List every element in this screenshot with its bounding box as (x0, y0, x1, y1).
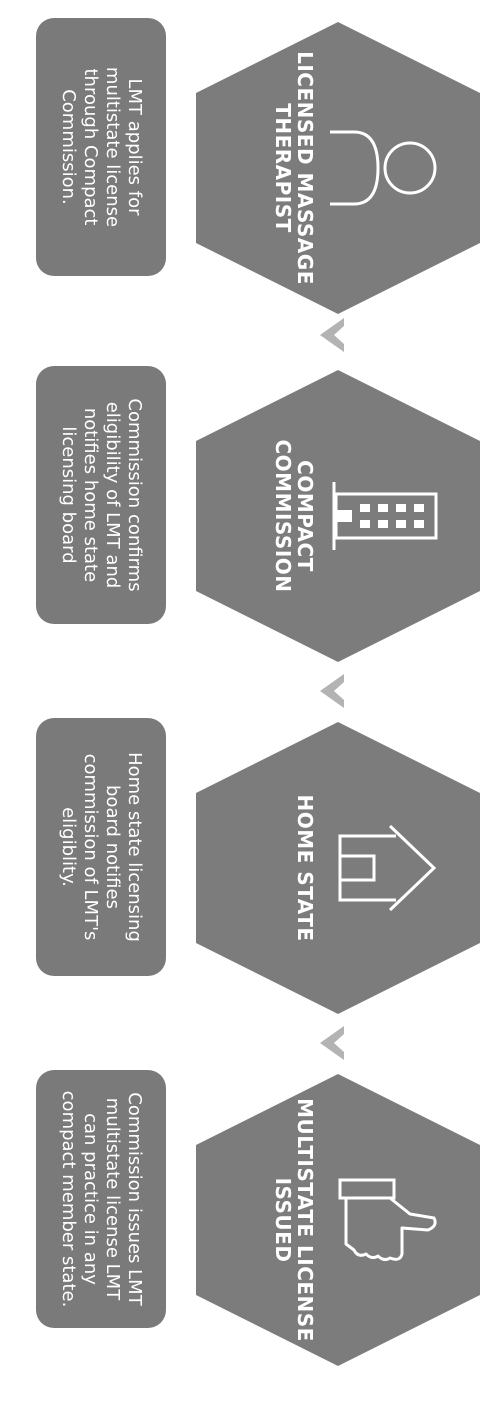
step-title: MULTISTATE LICENSE ISSUED (271, 1098, 317, 1342)
step-title: LICENSED MASSAGE THERAPIST (271, 51, 317, 285)
step-description: Commission confirms eligibility of LMT a… (58, 398, 145, 592)
step-title: COMPACT COMMISSION (271, 439, 317, 593)
step-description: Home state licensing board notifies comm… (58, 752, 145, 942)
chevron-down-icon (320, 674, 344, 708)
step-description-box: Home state licensing board notifies comm… (36, 718, 166, 976)
person-icon (330, 130, 437, 206)
step-description-box: LMT applies for multistate license throu… (36, 18, 166, 276)
step-compact-commission: COMPACT COMMISSION Commission confirms e… (0, 360, 484, 690)
step-home-state: HOME STATE Home state licensing board no… (0, 712, 484, 1042)
hexagon: LICENSED MASSAGE THERAPIST (192, 18, 484, 318)
hexagon: MULTISTATE LICENSE ISSUED (192, 1070, 484, 1370)
step-licensed-massage-therapist: LICENSED MASSAGE THERAPIST LMT applies f… (0, 12, 484, 342)
step-description-box: Commission confirms eligibility of LMT a… (36, 366, 166, 624)
step-multistate-license-issued: MULTISTATE LICENSE ISSUED Commission iss… (0, 1064, 484, 1394)
step-title: HOME STATE (293, 794, 317, 942)
step-description-box: Commission issues LMT multistate license… (36, 1070, 166, 1328)
house-icon (338, 824, 437, 912)
step-description: LMT applies for multistate license throu… (58, 66, 145, 228)
thumbs-up-icon (338, 1178, 437, 1262)
hexagon: COMPACT COMMISSION (192, 366, 484, 666)
step-description: Commission issues LMT multistate license… (58, 1090, 145, 1308)
chevron-down-icon (320, 1026, 344, 1060)
hexagon: HOME STATE (192, 718, 484, 1018)
building-icon (332, 482, 438, 550)
chevron-down-icon (320, 318, 344, 352)
